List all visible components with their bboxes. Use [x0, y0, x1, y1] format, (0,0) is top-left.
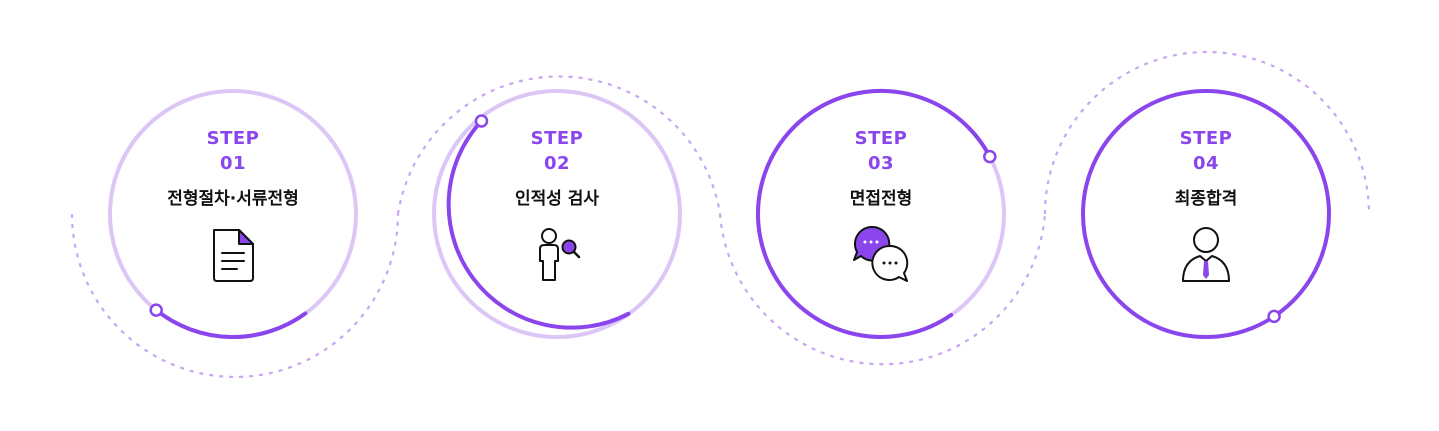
step-number: 04 [1192, 153, 1220, 174]
step-1-progress-arc [154, 308, 308, 339]
step-card-1: STEP 01 전형절차·서류전형 [113, 94, 353, 334]
step-4-progress-dot [1267, 309, 1281, 324]
step-2-ring [432, 89, 682, 339]
step-label: STEP [854, 128, 908, 149]
dashed-connector-4 [1043, 50, 1371, 215]
step-card-3: STEP 03 면접전형 [761, 94, 1001, 334]
step-title: 최종합격 [1174, 189, 1238, 209]
step-4-ring [1081, 89, 1331, 339]
step-title: 면접전형 [849, 189, 913, 209]
step-3-progress-dot [983, 149, 997, 164]
step-card-2: STEP 02 인적성 검사 [437, 94, 677, 334]
step-title: 전형절차·서류전형 [167, 189, 299, 209]
step-card-4: STEP 04 최종합격 [1086, 94, 1326, 334]
step-2-progress-arc [446, 119, 631, 330]
step-3-progress-arc [756, 88, 992, 339]
step-label: STEP [206, 128, 260, 149]
step-number: 01 [219, 153, 247, 174]
step-number: 02 [543, 153, 571, 174]
step-number: 03 [867, 153, 895, 174]
businessman-icon [1174, 223, 1238, 287]
dashed-connector-3 [718, 213, 1047, 366]
dashed-connector-1 [70, 213, 400, 379]
step-title: 인적성 검사 [514, 189, 600, 209]
chat-bubbles-icon [849, 223, 913, 287]
step-label: STEP [1179, 128, 1233, 149]
step-1-progress-dot [149, 303, 163, 317]
step-label: STEP [530, 128, 584, 149]
step-2-progress-dot [474, 114, 489, 128]
dashed-connector-2 [396, 75, 722, 215]
person-search-icon [525, 223, 589, 287]
document-icon [201, 223, 265, 287]
